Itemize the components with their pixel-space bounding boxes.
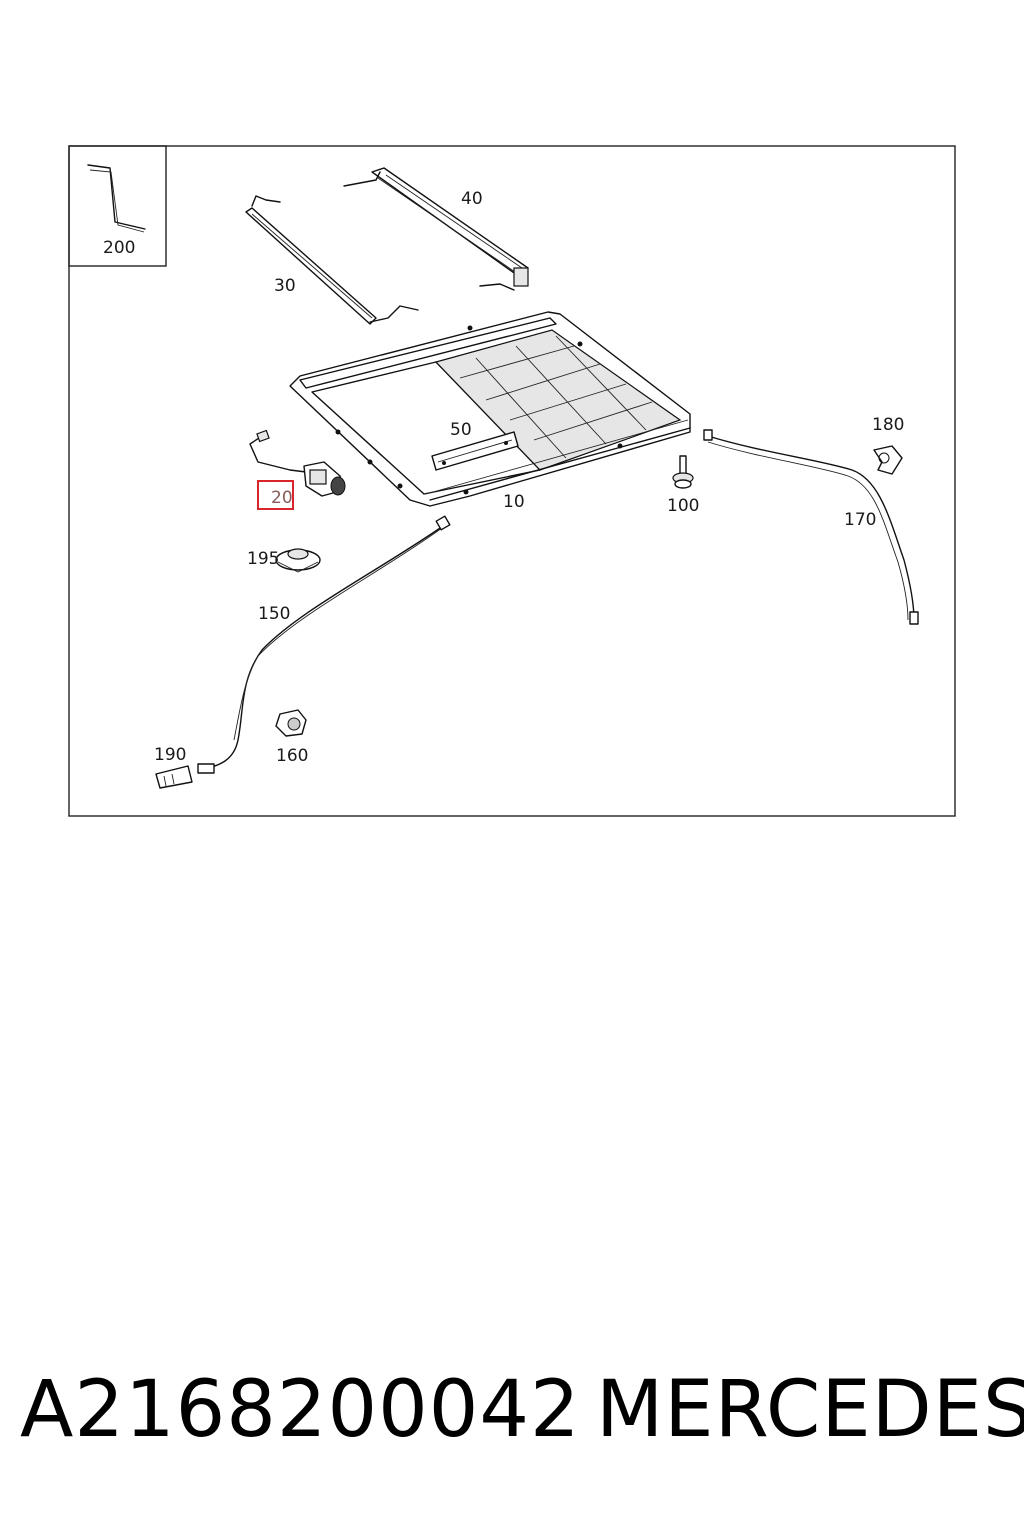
callout-50: 50 xyxy=(450,420,472,440)
callout-160: 160 xyxy=(276,746,308,766)
callout-170: 170 xyxy=(844,510,876,530)
callout-100: 100 xyxy=(667,496,699,516)
callout-195: 195 xyxy=(247,549,279,569)
part-180-clip-icon xyxy=(873,445,903,475)
callout-190: 190 xyxy=(154,745,186,765)
part-50-bracket-icon xyxy=(431,431,519,471)
callout-10: 10 xyxy=(503,492,525,512)
part-170-hose-icon xyxy=(703,429,919,625)
callout-40: 40 xyxy=(461,189,483,209)
footer: A2168200042 MERCEDES xyxy=(0,1365,1024,1475)
part-190-cap-icon xyxy=(155,765,193,789)
part-150-hose-icon xyxy=(197,515,451,774)
callout-20: 20 xyxy=(271,488,293,508)
diagram-frame xyxy=(68,145,956,817)
highlight-box xyxy=(257,480,294,510)
inset-box xyxy=(68,145,167,267)
callout-180: 180 xyxy=(872,415,904,435)
callout-150: 150 xyxy=(258,604,290,624)
part-40-rail-icon xyxy=(343,167,529,291)
part-10-roof-frame-icon xyxy=(289,311,691,507)
brand-name: MERCEDES xyxy=(596,1365,1024,1455)
part-200-rod-icon xyxy=(87,164,146,233)
callout-30: 30 xyxy=(274,276,296,296)
part-30-rail-icon xyxy=(245,195,419,325)
part-20-motor-icon xyxy=(249,429,346,497)
part-number: A2168200042 xyxy=(20,1365,581,1455)
part-195-grommet-icon xyxy=(275,548,321,573)
part-100-bolt-icon xyxy=(672,455,694,489)
callout-200: 200 xyxy=(103,238,135,258)
part-160-clip-icon xyxy=(275,709,307,737)
